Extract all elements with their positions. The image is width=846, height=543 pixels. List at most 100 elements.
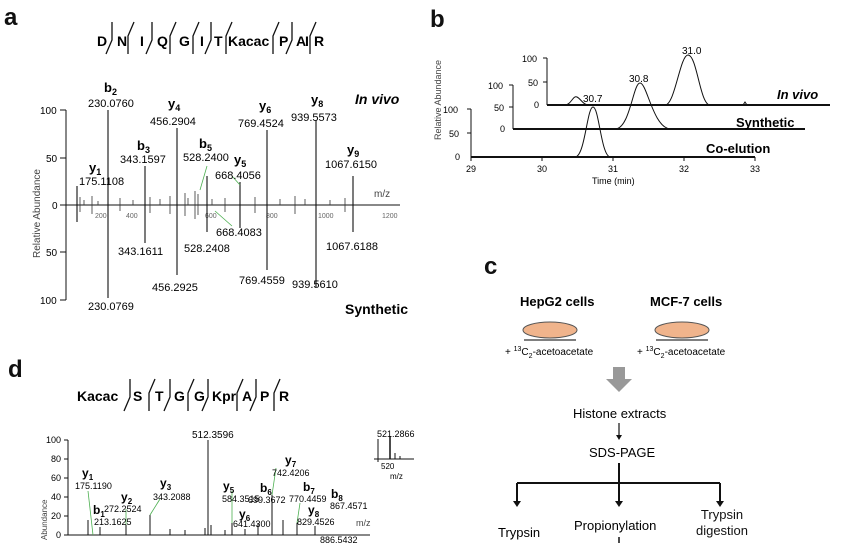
residue: G bbox=[179, 33, 190, 49]
svg-text:939.5610: 939.5610 bbox=[292, 279, 338, 291]
svg-text:230.0760: 230.0760 bbox=[88, 98, 134, 110]
svg-text:29: 29 bbox=[466, 164, 476, 174]
svg-text:Kpr: Kpr bbox=[212, 388, 237, 404]
y-tick: 100 bbox=[40, 296, 57, 307]
svg-text:y8: y8 bbox=[311, 92, 323, 109]
svg-text:343.1597: 343.1597 bbox=[120, 154, 166, 166]
svg-text:230.0769: 230.0769 bbox=[88, 301, 134, 313]
svg-text:31: 31 bbox=[608, 164, 618, 174]
treatment-label: + 13C2-acetoacetate bbox=[637, 346, 726, 360]
residue: I bbox=[140, 33, 144, 49]
residue: Q bbox=[157, 33, 168, 49]
svg-text:S: S bbox=[133, 388, 142, 404]
x-tick: 1200 bbox=[382, 213, 398, 220]
svg-text:y6: y6 bbox=[259, 98, 271, 115]
svg-text:30.8: 30.8 bbox=[629, 74, 649, 85]
svg-text:y9: y9 bbox=[347, 142, 359, 159]
svg-text:y3: y3 bbox=[160, 476, 172, 492]
svg-text:528.2400: 528.2400 bbox=[183, 152, 229, 164]
y-axis-label: Abundance bbox=[40, 499, 49, 540]
residue: R bbox=[314, 33, 324, 49]
svg-text:769.4524: 769.4524 bbox=[238, 118, 284, 130]
y-tick: 0 bbox=[52, 201, 58, 212]
culture-dish-icon bbox=[654, 321, 710, 341]
residue: I bbox=[200, 33, 204, 49]
svg-text:939.5573: 939.5573 bbox=[291, 112, 337, 124]
x-axis-label: Time (min) bbox=[592, 176, 635, 186]
svg-text:0: 0 bbox=[455, 152, 460, 162]
svg-text:y7: y7 bbox=[285, 453, 297, 469]
svg-text:T: T bbox=[155, 388, 164, 404]
svg-text:y4: y4 bbox=[168, 96, 180, 113]
svg-text:Kacac: Kacac bbox=[77, 388, 118, 404]
svg-text:213.1625: 213.1625 bbox=[94, 517, 132, 527]
svg-text:60: 60 bbox=[51, 473, 61, 483]
svg-text:b8: b8 bbox=[331, 487, 343, 503]
synthetic-label: Synthetic bbox=[345, 301, 408, 317]
svg-text:G: G bbox=[194, 388, 205, 404]
x-tick: 800 bbox=[266, 213, 278, 220]
step-label: SDS-PAGE bbox=[589, 445, 656, 460]
svg-text:30: 30 bbox=[537, 164, 547, 174]
x-tick: 400 bbox=[126, 213, 138, 220]
svg-text:50: 50 bbox=[528, 78, 538, 88]
y-axis-label: Relative Abundance bbox=[32, 169, 43, 258]
svg-text:0: 0 bbox=[534, 100, 539, 110]
culture-dish-icon bbox=[522, 321, 578, 341]
panel-a-ion-labels-top: b2 230.0760 y4 456.2904 y6 769.4524 y8 9… bbox=[79, 80, 377, 188]
residue: A bbox=[296, 33, 306, 49]
svg-text:343.2088: 343.2088 bbox=[153, 492, 191, 502]
svg-text:b5: b5 bbox=[199, 136, 212, 153]
panel-b-chromatograms: Relative Abundance 100 50 0 31.0 In vivo… bbox=[433, 46, 830, 186]
panel-a-axes bbox=[60, 109, 400, 301]
x-tick: 200 bbox=[95, 213, 107, 220]
panel-d-inset: 521.2866 520 m/z bbox=[374, 429, 415, 481]
panel-d-letter: d bbox=[8, 356, 23, 383]
trace-synthetic bbox=[513, 82, 805, 130]
svg-text:584.3515: 584.3515 bbox=[222, 494, 260, 504]
cell-line-label: HepG2 cells bbox=[520, 294, 594, 309]
svg-text:521.2866: 521.2866 bbox=[377, 429, 415, 439]
svg-text:100: 100 bbox=[46, 435, 61, 445]
residue: Kacac bbox=[228, 33, 269, 49]
svg-text:100: 100 bbox=[443, 105, 458, 115]
residue: D bbox=[97, 33, 107, 49]
trace-co-elution bbox=[471, 106, 755, 158]
svg-text:y5: y5 bbox=[223, 479, 235, 495]
svg-text:668.4056: 668.4056 bbox=[215, 170, 261, 182]
panel-c-workflow: HepG2 cells MCF-7 cells + 13C2-acetoacet… bbox=[498, 294, 748, 543]
panel-b-letter: b bbox=[430, 6, 445, 33]
svg-text:b1: b1 bbox=[93, 503, 105, 519]
svg-text:0: 0 bbox=[500, 124, 505, 134]
svg-text:50: 50 bbox=[449, 129, 459, 139]
svg-text:456.2904: 456.2904 bbox=[150, 116, 196, 128]
branch-label: Propionylation bbox=[574, 518, 656, 533]
svg-text:R: R bbox=[279, 388, 289, 404]
svg-text:In vivo: In vivo bbox=[777, 87, 818, 102]
trace-in-vivo bbox=[547, 54, 830, 106]
step-label: Histone extracts bbox=[573, 406, 667, 421]
svg-text:31.0: 31.0 bbox=[682, 46, 702, 57]
svg-text:b3: b3 bbox=[137, 138, 150, 155]
y-tick: 50 bbox=[46, 248, 58, 259]
panel-d-peptide-sequence: Kacac S T G G Kpr A P R bbox=[77, 378, 289, 412]
svg-text:80: 80 bbox=[51, 454, 61, 464]
svg-text:175.1108: 175.1108 bbox=[79, 176, 124, 188]
branch-label: Trypsin bbox=[498, 525, 540, 540]
svg-text:175.1190: 175.1190 bbox=[75, 481, 112, 491]
panel-a-spectrum: D N I Q G I T Kacac P A I R bbox=[32, 21, 408, 317]
x-tick: 600 bbox=[205, 213, 217, 220]
panel-a-peaks-top bbox=[76, 110, 354, 205]
svg-text:50: 50 bbox=[494, 103, 504, 113]
svg-text:b6: b6 bbox=[260, 481, 272, 497]
svg-text:y1: y1 bbox=[82, 466, 94, 482]
svg-text:A: A bbox=[242, 388, 252, 404]
svg-text:867.4571: 867.4571 bbox=[330, 501, 368, 511]
panel-d-ion-labels: y1 175.1190 b1 213.1625 y2 272.2524 y3 3… bbox=[75, 453, 368, 543]
svg-text:y1: y1 bbox=[89, 160, 101, 177]
svg-text:33: 33 bbox=[750, 164, 760, 174]
residue: I bbox=[305, 33, 309, 49]
svg-text:b2: b2 bbox=[104, 80, 117, 97]
x-axis-label: m/z bbox=[356, 518, 371, 528]
in-vivo-label: In vivo bbox=[355, 91, 400, 107]
